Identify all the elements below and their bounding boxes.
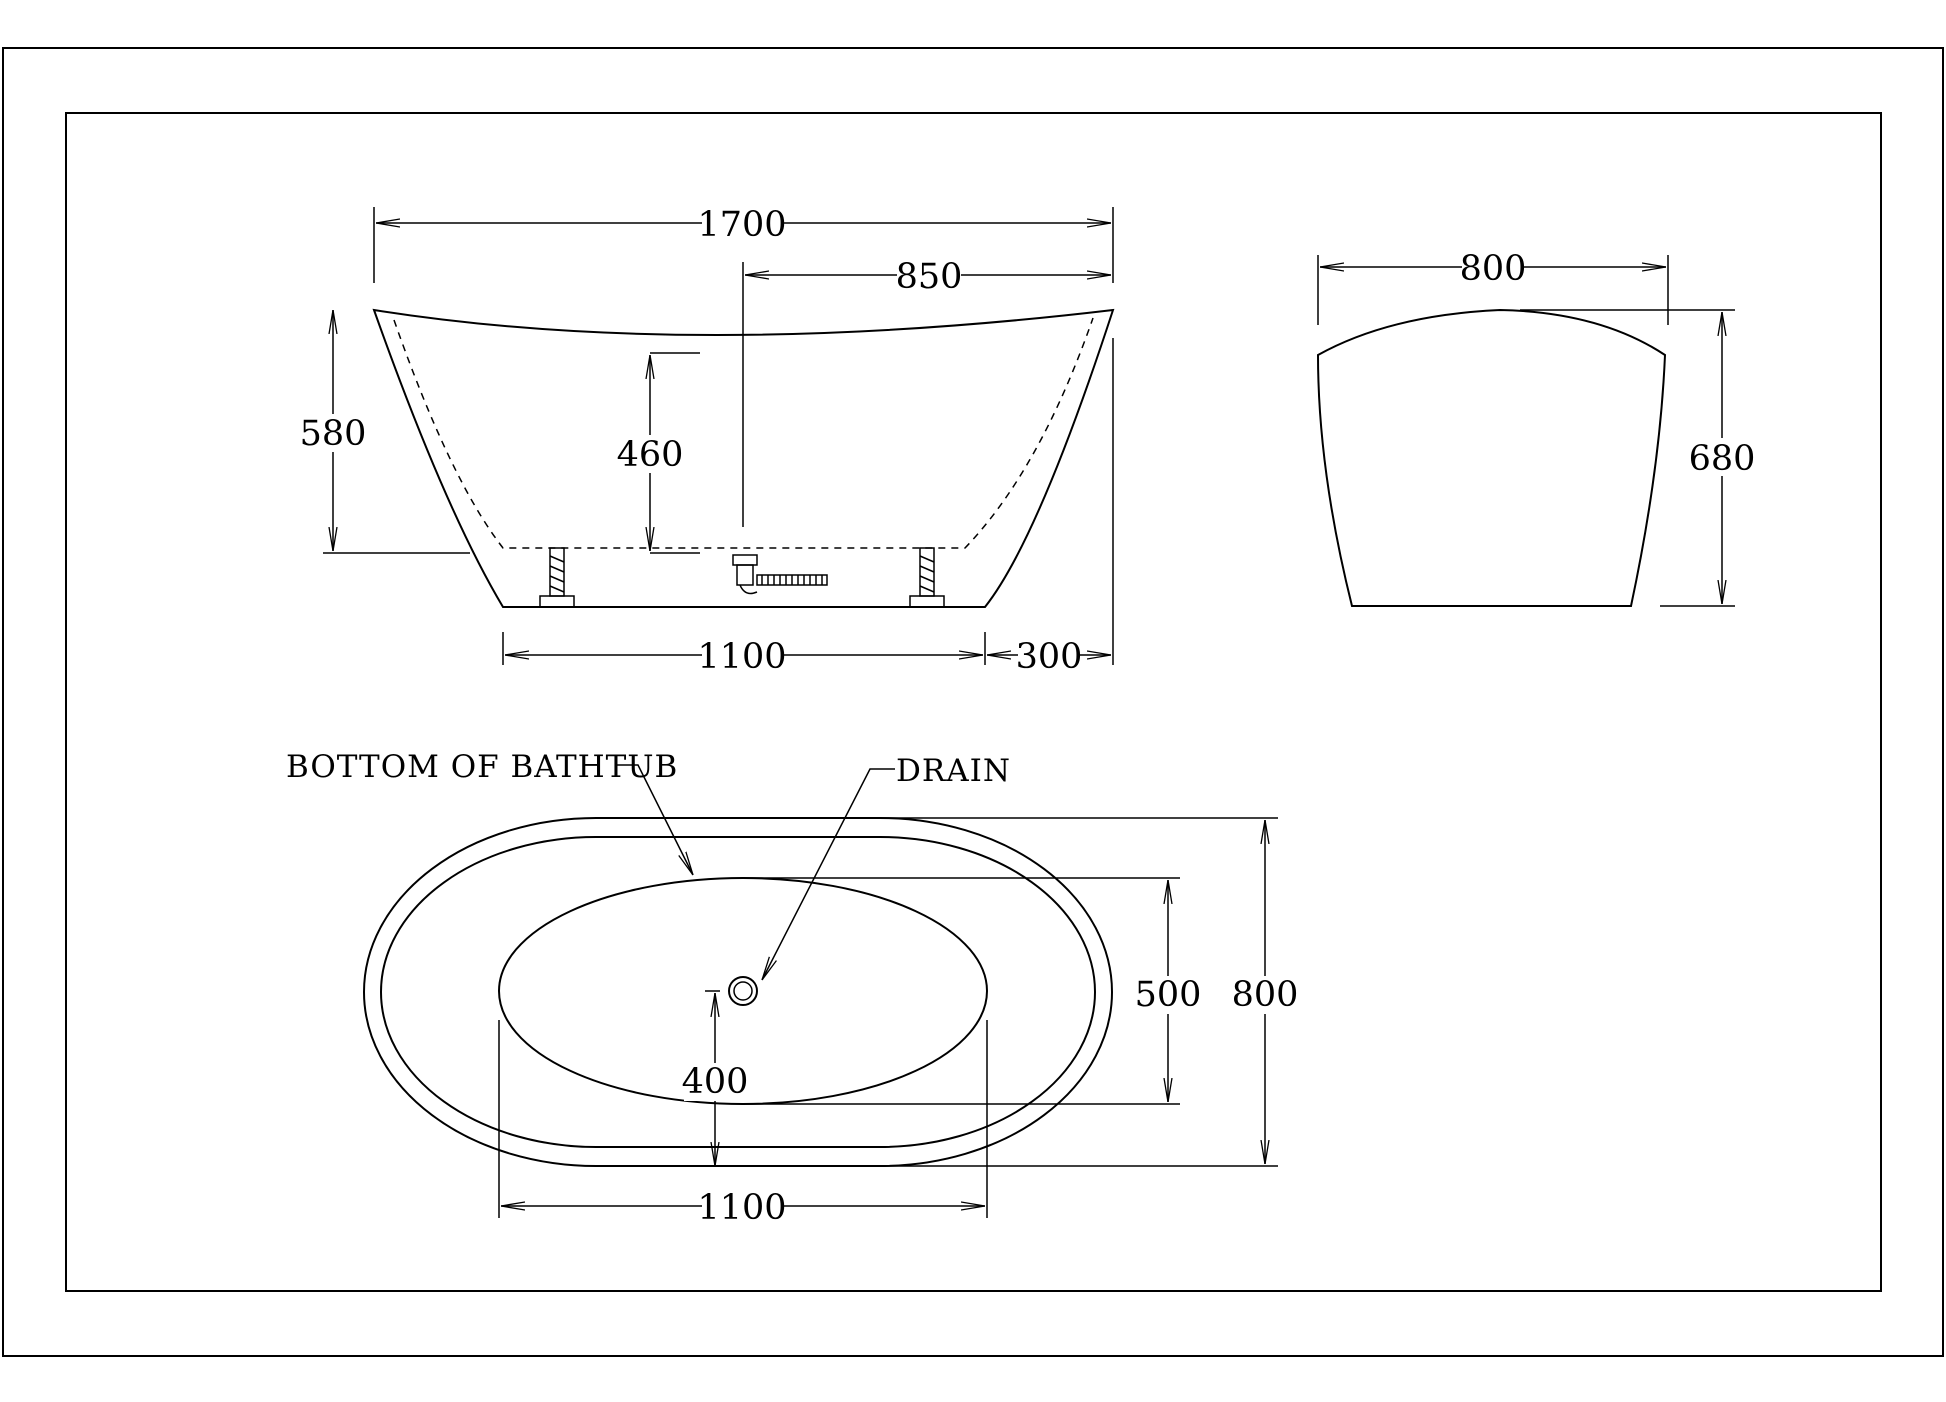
- dim-center-offset: 850: [896, 257, 963, 297]
- dim-outer-width: 800: [1232, 975, 1299, 1015]
- end-view: 800 680: [1316, 248, 1756, 607]
- side-view: 1700 850 580 460 1100 300: [300, 203, 1115, 677]
- dim-base-offset: 300: [1016, 637, 1083, 677]
- drain-fitting: [732, 554, 828, 595]
- dim-drain-offset: 400: [682, 1062, 749, 1102]
- dim-total-height: 580: [300, 414, 367, 454]
- top-view: BOTTOM OF BATHTUB DRAIN 500 800 400 1100: [286, 749, 1298, 1228]
- label-bottom-of-bathtub: BOTTOM OF BATHTUB: [286, 749, 678, 785]
- end-view-outline: [1316, 308, 1667, 607]
- side-view-outline: [372, 308, 1115, 608]
- foot-left: [539, 547, 575, 608]
- top-view-inner-rim: [380, 836, 1096, 1148]
- top-view-outer-rim: [363, 817, 1113, 1167]
- foot-right: [909, 547, 945, 608]
- dim-end-height: 680: [1689, 439, 1756, 479]
- inner-frame: [65, 112, 1882, 1292]
- outer-frame: [2, 47, 1944, 1357]
- dim-inner-length: 1100: [697, 1188, 786, 1228]
- dim-overall-length: 1700: [697, 205, 786, 245]
- label-drain: DRAIN: [896, 753, 1011, 789]
- dim-inner-depth: 460: [617, 435, 684, 475]
- dim-inner-width: 500: [1135, 975, 1202, 1015]
- side-view-inner-dashed: [393, 317, 1094, 549]
- dim-end-width: 800: [1460, 249, 1527, 289]
- dim-base-length: 1100: [697, 637, 786, 677]
- drain-icon: [728, 976, 758, 1006]
